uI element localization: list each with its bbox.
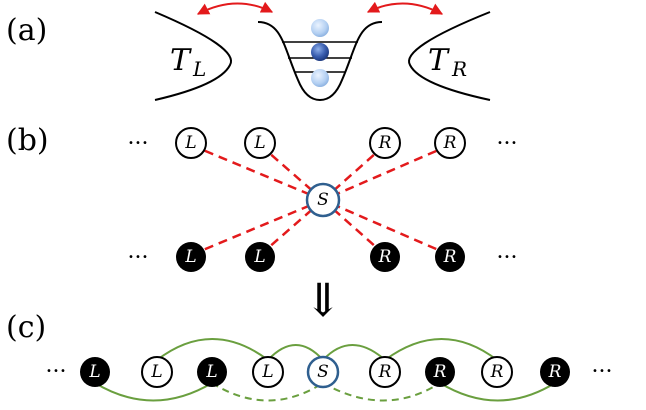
- svg-text:L: L: [205, 362, 217, 382]
- svg-text:R: R: [548, 362, 562, 382]
- chain-node-9: R: [540, 357, 570, 387]
- svg-text:R: R: [490, 362, 504, 382]
- svg-text:S: S: [317, 362, 329, 382]
- chain-node-6: R: [369, 356, 401, 388]
- left-bath-label: T L: [170, 43, 206, 81]
- chain-node-1: L: [80, 357, 110, 387]
- chain-node-2: L: [141, 356, 173, 388]
- node-top-L2: L: [244, 127, 276, 159]
- right-bath-label: T R: [428, 43, 467, 81]
- ellipsis-chain-right: ···: [592, 360, 613, 385]
- ellipsis-top-right: ···: [497, 132, 518, 157]
- chain-node-7: R: [425, 357, 455, 387]
- node-system: S: [305, 182, 341, 218]
- node-bottom-R2: R: [435, 242, 465, 272]
- svg-text:L: L: [184, 247, 196, 267]
- mapping-arrow: ⇓: [304, 273, 343, 327]
- particle-middle: [311, 43, 329, 61]
- node-top-L1: L: [175, 127, 207, 159]
- svg-text:R: R: [443, 133, 457, 153]
- panel-c-label: (c): [6, 310, 46, 345]
- star-couplings: [190, 143, 451, 257]
- node-top-R2: R: [434, 127, 466, 159]
- svg-text:L: L: [253, 247, 265, 267]
- svg-text:L: L: [253, 133, 265, 153]
- particle-upper: [311, 19, 329, 37]
- ellipsis-bottom-right: ···: [497, 246, 518, 271]
- panel-a-label: (a): [6, 13, 47, 48]
- svg-text:R: R: [378, 133, 392, 153]
- svg-text:R: R: [433, 362, 447, 382]
- svg-text:L: L: [88, 362, 100, 382]
- node-top-R1: R: [369, 127, 401, 159]
- svg-text:L: L: [192, 57, 206, 81]
- chain-upper-links: [156, 338, 498, 361]
- left-bath-boundary: [154, 11, 233, 101]
- right-coupling-arrow: [366, 1, 444, 15]
- chain-node-4: L: [252, 356, 284, 388]
- particle-lower: [311, 69, 329, 87]
- svg-text:T: T: [428, 43, 450, 78]
- svg-text:S: S: [317, 190, 329, 210]
- right-bath-boundary: [408, 11, 491, 101]
- node-bottom-L1: L: [176, 242, 206, 272]
- ellipsis-bottom-left: ···: [128, 246, 149, 271]
- chain-node-5: S: [306, 355, 340, 389]
- potential-well: [257, 21, 383, 102]
- svg-text:L: L: [184, 133, 196, 153]
- panel-b-label: (b): [6, 123, 49, 158]
- svg-text:R: R: [451, 57, 467, 81]
- svg-text:R: R: [443, 247, 457, 267]
- svg-text:R: R: [378, 362, 392, 382]
- left-coupling-arrow: [196, 1, 274, 15]
- node-bottom-L2: L: [245, 242, 275, 272]
- svg-text:L: L: [150, 362, 162, 382]
- svg-text:R: R: [378, 247, 392, 267]
- node-bottom-R1: R: [370, 242, 400, 272]
- chain-node-8: R: [481, 356, 513, 388]
- chain-node-3: L: [197, 357, 227, 387]
- ellipsis-top-left: ···: [128, 132, 149, 157]
- chain-lower-links: [94, 382, 556, 402]
- ellipsis-chain-left: ···: [46, 360, 67, 385]
- svg-text:T: T: [170, 43, 192, 78]
- svg-text:L: L: [261, 362, 273, 382]
